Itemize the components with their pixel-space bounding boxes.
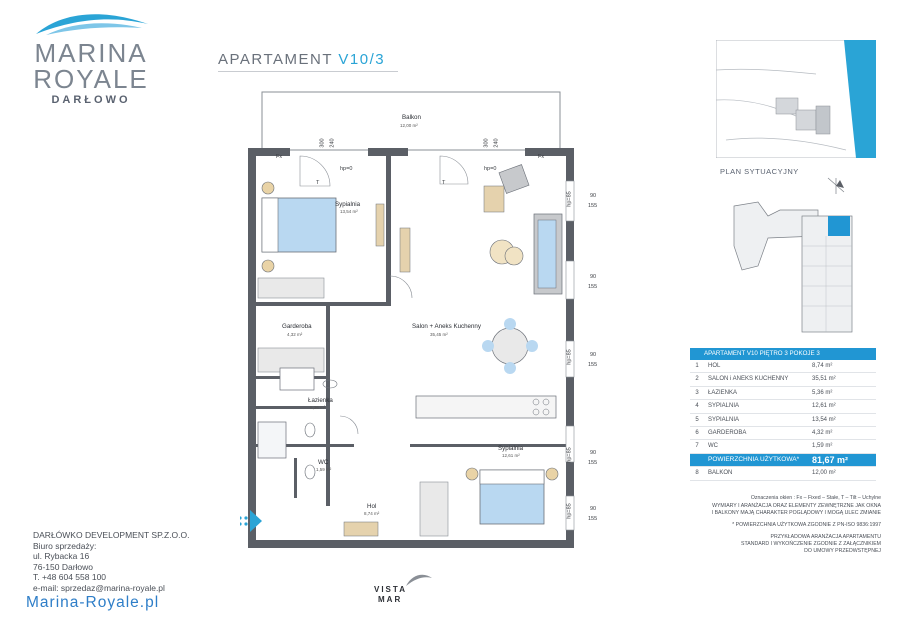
dim-155-1: 155 — [588, 203, 598, 209]
apartment-code: V10/3 — [338, 51, 386, 68]
area-wc: 1,59 m² — [316, 467, 332, 472]
label-hol: Hol — [367, 503, 377, 510]
area-lazienka: 5,36 m² — [310, 405, 326, 410]
area-table-header: APARTAMENT V10 PIĘTRO 3 POKOJE 3 — [690, 348, 876, 360]
dim-90-3: 90 — [590, 352, 597, 358]
hp85-4: hp=85 — [566, 503, 573, 519]
label-wc: WC — [318, 459, 329, 466]
street: ul. Rybacka 16 — [33, 551, 90, 562]
hp0-left: hp=0 — [340, 166, 353, 172]
site-map — [716, 40, 876, 158]
area-sypialnia-2: 12,61 m² — [502, 453, 520, 458]
label-salon: Salon + Aneks Kuchenny — [412, 323, 481, 330]
hp0-right: hp=0 — [484, 166, 497, 172]
dim-155-4: 155 — [588, 460, 598, 466]
hp85-1: hp=85 — [566, 191, 573, 207]
area-salon: 35,45 m² — [430, 332, 448, 337]
floor-plan — [240, 91, 575, 548]
phone: T. +48 604 558 100 — [33, 572, 107, 583]
dim-300-left: 300 — [319, 138, 326, 148]
contact-block: DARŁÓWKO DEVELOPMENT SP.Z.O.O. Biuro spr… — [33, 530, 190, 594]
vista-line-1: VISTA — [374, 585, 407, 594]
email-link[interactable]: e-mail: sprzedaz@marina-royale.pl — [33, 582, 165, 593]
area-hol: 8,74 m² — [364, 511, 380, 516]
dim-90-2: 90 — [590, 274, 597, 280]
note-line-1: WYMIARY I ARANŻACJA ORAZ ELEMENTY ZEWNĘT… — [712, 503, 881, 509]
city: 76-150 Darłowo — [33, 561, 94, 572]
brand-line-1: MARINA — [34, 38, 148, 68]
window-fx-right: Fx — [538, 154, 545, 160]
brand-line-2: ROYALE — [33, 64, 149, 94]
vista-mar-wave-icon — [406, 574, 432, 586]
title-prefix: APARTAMENT — [218, 51, 333, 68]
note-line-3: * POWIERZCHNIA UŻYTKOWA ZGODNIE Z PN-ISO… — [732, 522, 881, 528]
dim-155-2: 155 — [588, 284, 598, 290]
vista-line-2: MAR — [378, 595, 403, 604]
hp85-2: hp=85 — [566, 349, 573, 365]
label-lazienka: Łazienka — [308, 397, 333, 404]
dim-300-right: 300 — [483, 138, 490, 148]
note-line-4: PRZYKŁADOWA ARANŻACJA APARTAMENTU — [770, 534, 882, 540]
dim-155-5: 155 — [588, 516, 598, 522]
label-balkon: Balkon — [402, 114, 421, 121]
window-fx-left: Fx — [276, 154, 283, 160]
dim-240-left: 240 — [329, 138, 336, 148]
hp85-3: hp=85 — [566, 447, 573, 463]
site-plan-caption: PLAN SYTUACYJNY — [720, 167, 799, 176]
area-garderoba: 4,32 m² — [287, 332, 303, 337]
label-sypialnia-1: Sypialnia — [335, 201, 361, 208]
label-sypialnia-2: Sypialnia — [498, 445, 524, 452]
dim-90-5: 90 — [590, 506, 597, 512]
area-sypialnia-1: 13,54 m² — [340, 209, 358, 214]
note-line-2: I BALKONY MAJĄ CHARAKTER POGLĄDOWY I MOG… — [711, 510, 881, 516]
window-t-1: T — [316, 180, 320, 186]
website-link[interactable]: Marina-Royale.pl — [26, 594, 160, 611]
note-line-5: STANDARD I WYKOŃCZENIE ZGODNIE Z ZAŁĄCZN… — [741, 541, 881, 547]
page-title: APARTAMENT V10/3 — [218, 51, 385, 68]
note-line-6: DO UMOWY PRZEDWSTĘPNEJ — [804, 548, 881, 554]
table-row-total: POWIERZCHNIA UŻYTKOWA*81,67 m² — [690, 453, 876, 468]
dim-240-right: 240 — [493, 138, 500, 148]
note-legend: Oznaczenia okien : Fx – Fixed – Stałe, T… — [750, 495, 881, 501]
area-balkon: 12,00 m² — [400, 123, 418, 128]
dim-90-4: 90 — [590, 450, 597, 456]
company-name: DARŁÓWKO DEVELOPMENT SP.Z.O.O. — [33, 530, 190, 540]
dim-155-3: 155 — [588, 362, 598, 368]
window-t-2: T — [442, 180, 446, 186]
brand-city: DARŁOWO — [51, 94, 131, 106]
office-label: Biuro sprzedaży: — [33, 540, 97, 551]
dim-90-1: 90 — [590, 193, 597, 199]
wave-logo-icon — [36, 14, 148, 35]
building-key-plan — [733, 177, 853, 333]
title-underline — [218, 71, 398, 72]
label-garderoba: Garderoba — [282, 323, 312, 330]
